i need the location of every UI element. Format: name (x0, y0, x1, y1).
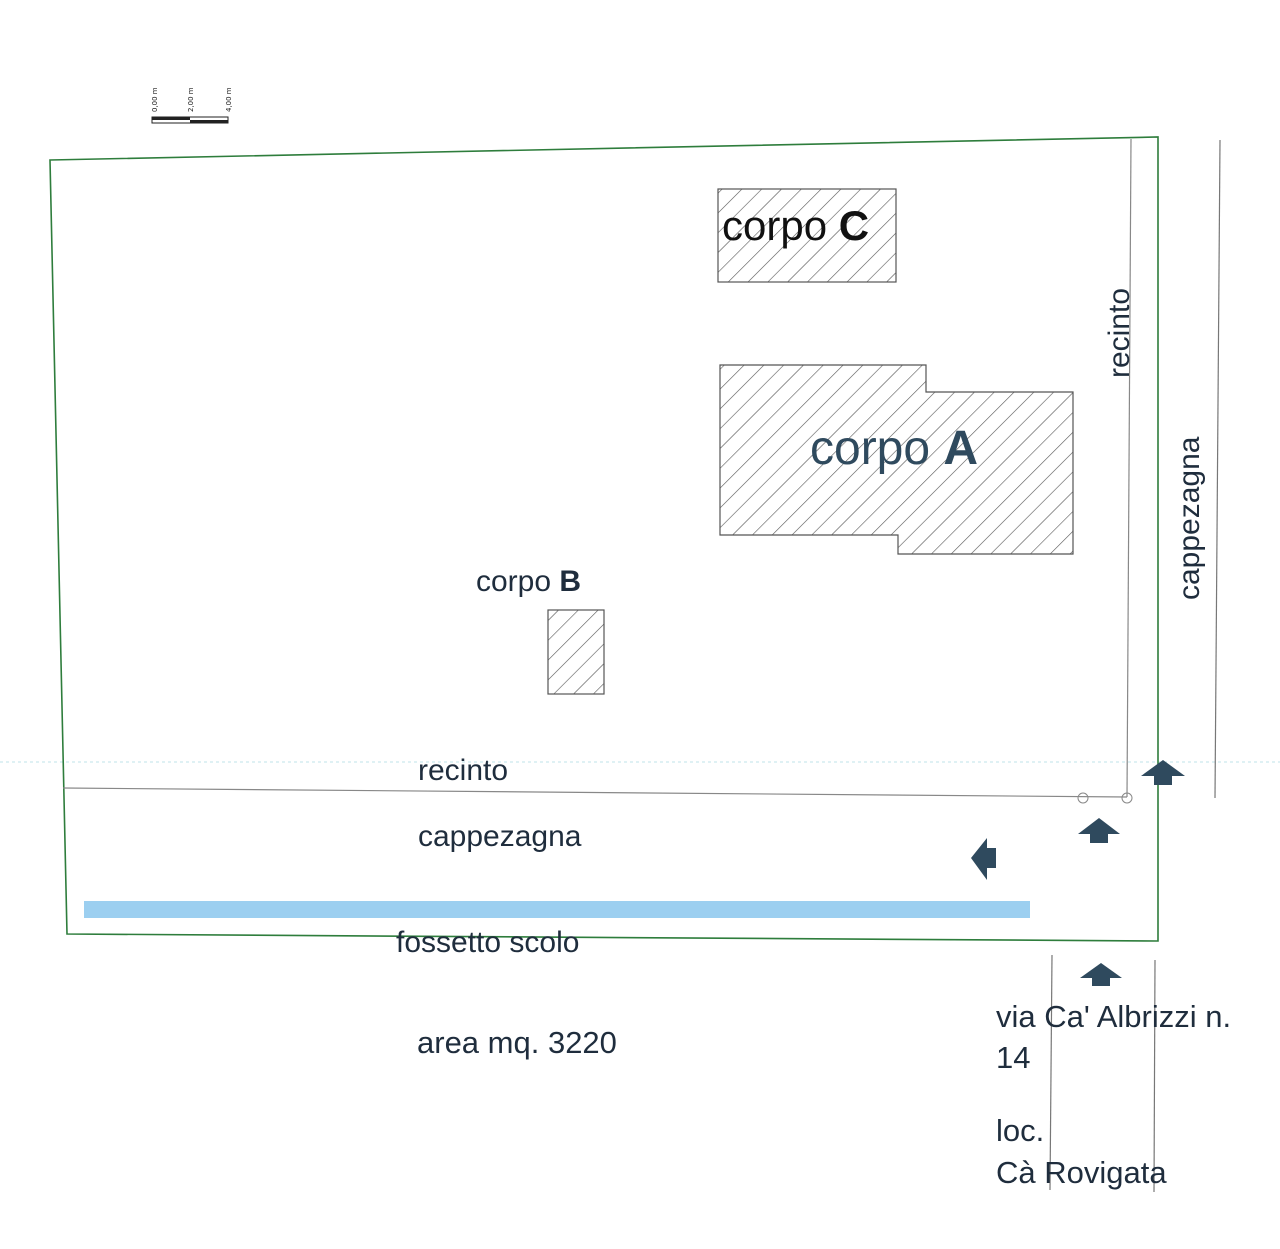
label-corpo-a: corpo A (810, 425, 978, 473)
label-corpo-b: corpo B (476, 567, 581, 597)
label-corpo-c-letter: C (838, 202, 870, 249)
label-cappezagna-horizontal: cappezagna (418, 820, 582, 853)
label-address-line2: 14 (996, 1040, 1031, 1075)
label-cappezagna-vertical: cappezagna (1173, 436, 1206, 600)
building-corpo-c (717, 188, 897, 283)
label-corpo-b-letter: B (559, 565, 582, 598)
access-road-right-line (1153, 959, 1156, 1193)
access-arrow-up-icon (1080, 963, 1122, 986)
building-corpo-b (547, 609, 605, 695)
scale-bar: 0,00 m 2,00 m 4,00 m (151, 87, 233, 124)
label-corpo-a-letter: A (943, 422, 979, 475)
label-locality-line1: loc. (996, 1113, 1045, 1148)
label-area: area mq. 3220 (417, 1025, 617, 1060)
label-address-line1: via Ca' Albrizzi n. (996, 999, 1232, 1034)
cappezagna-east-line (1214, 139, 1221, 799)
access-road-left-line (1049, 954, 1053, 1191)
label-corpo-a-word: corpo (810, 422, 931, 475)
property-boundary (49, 136, 1159, 942)
recinto-vertical-line (1126, 138, 1132, 798)
label-recinto-horizontal: recinto (418, 754, 509, 787)
recinto-horizontal-line (62, 787, 1128, 798)
drainage-ditch (84, 901, 1030, 918)
scale-tick-2: 2,00 m (187, 87, 195, 112)
fence-post (1121, 792, 1133, 804)
building-corpo-a (719, 364, 1074, 555)
scale-tick-4: 4,00 m (225, 87, 233, 112)
fence-post (1077, 792, 1089, 804)
label-corpo-c-word: corpo (722, 202, 828, 249)
label-fossetto: fossetto scolo (396, 926, 580, 959)
label-corpo-c: corpo C (722, 205, 869, 247)
access-arrow-left-icon (971, 838, 996, 880)
scale-tick-0: 0,00 m (151, 87, 159, 112)
label-corpo-b-word: corpo (476, 565, 552, 598)
access-arrow-up-icon (1078, 818, 1120, 843)
access-arrow-up-icon (1141, 760, 1185, 785)
label-recinto-vertical: recinto (1103, 287, 1136, 379)
label-locality-line2: Cà Rovigata (996, 1155, 1167, 1190)
